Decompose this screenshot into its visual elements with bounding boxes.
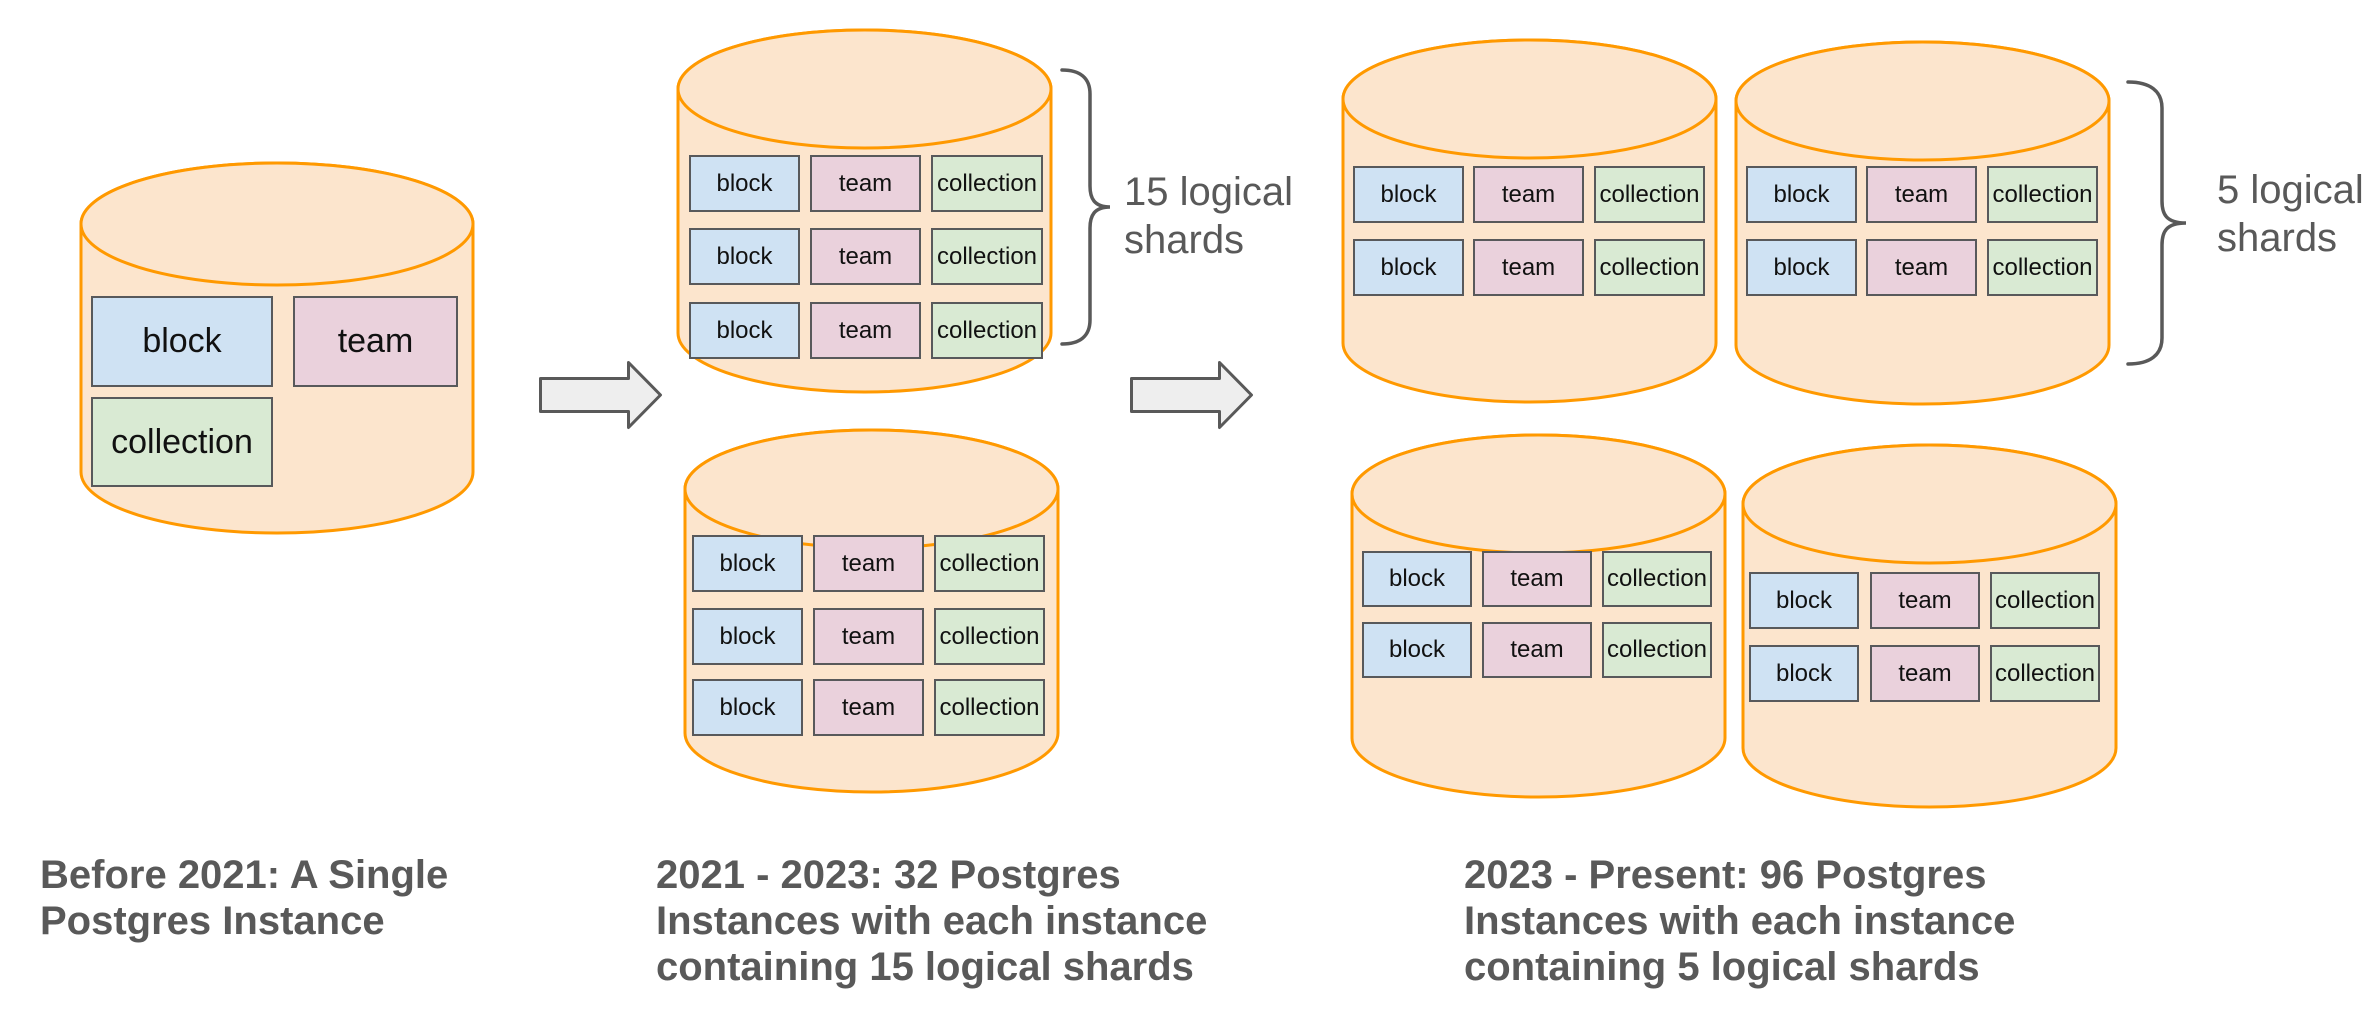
table-box-collection: collection <box>1987 166 2098 223</box>
table-box-team: team <box>810 155 921 212</box>
table-box-team: team <box>1870 645 1980 702</box>
table-box-collection: collection <box>1990 572 2100 629</box>
annotation-5-logical-shards: 5 logical shards <box>2217 168 2364 260</box>
table-box-collection: collection <box>931 228 1043 285</box>
table-box-collection: collection <box>1990 645 2100 702</box>
table-box-team: team <box>1866 239 1977 296</box>
table-box-team: team <box>813 608 924 665</box>
postgres-instance-cylinder: block team collection block team collect… <box>1341 38 1718 404</box>
right-arrow-icon <box>539 361 662 429</box>
caption-before-2021: Before 2021: A Single Postgres Instance <box>40 853 449 943</box>
table-box-team: team <box>813 535 924 592</box>
database-cylinder-icon <box>1350 433 1727 799</box>
table-box-block: block <box>1362 622 1472 678</box>
table-box-block: block <box>689 302 800 359</box>
table-box-team: team <box>810 302 921 359</box>
caption-2023-present: 2023 - Present: 96 Postgres Instances wi… <box>1464 853 2016 989</box>
table-box-collection: collection <box>1594 166 1705 223</box>
table-box-collection: collection <box>931 302 1043 359</box>
table-box-team: team <box>293 296 458 387</box>
table-box-block: block <box>692 679 803 736</box>
table-box-block: block <box>1353 239 1464 296</box>
table-box-block: block <box>1362 551 1472 607</box>
table-box-team: team <box>1482 622 1592 678</box>
table-box-team: team <box>810 228 921 285</box>
table-box-team: team <box>1870 572 1980 629</box>
table-box-collection: collection <box>91 397 273 487</box>
curly-brace-icon <box>2126 80 2187 366</box>
table-box-team: team <box>1473 239 1584 296</box>
table-box-block: block <box>1353 166 1464 223</box>
table-box-block: block <box>692 608 803 665</box>
annotation-15-logical-shards: 15 logical shards <box>1124 170 1294 262</box>
table-box-block: block <box>692 535 803 592</box>
table-box-collection: collection <box>1987 239 2098 296</box>
table-box-collection: collection <box>1602 622 1712 678</box>
right-arrow-icon <box>1130 361 1253 429</box>
postgres-instance-cylinder: block team collection block team collect… <box>1741 443 2118 809</box>
table-box-block: block <box>1749 572 1859 629</box>
postgres-instance-cylinder: block team collection <box>79 161 475 535</box>
postgres-instance-cylinder: block team collection block team collect… <box>676 28 1053 394</box>
table-box-block: block <box>1746 166 1857 223</box>
postgres-instance-cylinder: block team collection block team collect… <box>1350 433 1727 799</box>
table-box-collection: collection <box>1602 551 1712 607</box>
database-cylinder-icon <box>1734 40 2111 406</box>
table-box-team: team <box>1473 166 1584 223</box>
table-box-collection: collection <box>934 608 1045 665</box>
curly-brace-icon <box>1060 68 1111 346</box>
table-box-collection: collection <box>931 155 1043 212</box>
table-box-block: block <box>1746 239 1857 296</box>
table-box-block: block <box>91 296 273 387</box>
table-box-collection: collection <box>934 679 1045 736</box>
table-box-block: block <box>689 155 800 212</box>
table-box-collection: collection <box>1594 239 1705 296</box>
table-box-collection: collection <box>934 535 1045 592</box>
postgres-instance-cylinder: block team collection block team collect… <box>683 428 1060 794</box>
caption-2021-2023: 2021 - 2023: 32 Postgres Instances with … <box>656 853 1208 989</box>
table-box-team: team <box>1482 551 1592 607</box>
table-box-team: team <box>1866 166 1977 223</box>
postgres-instance-cylinder: block team collection block team collect… <box>1734 40 2111 406</box>
table-box-block: block <box>689 228 800 285</box>
table-box-block: block <box>1749 645 1859 702</box>
table-box-team: team <box>813 679 924 736</box>
